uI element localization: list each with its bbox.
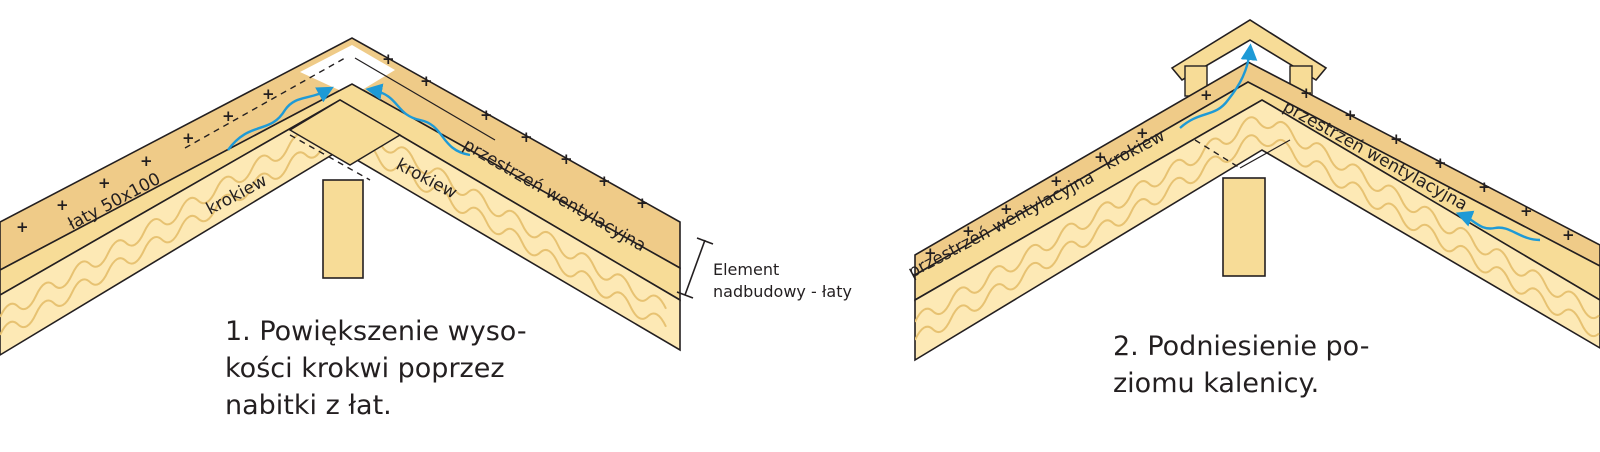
- airflow-arrow-right: [365, 83, 471, 157]
- svg-text:+: +: [16, 218, 29, 236]
- svg-text:+: +: [1344, 106, 1357, 124]
- svg-text:+: +: [382, 50, 395, 68]
- caption-2-line2: ziomu kalenicy.: [1113, 368, 1319, 399]
- king-post-2: [1222, 177, 1266, 277]
- ridge-plate: [288, 99, 402, 166]
- svg-text:+: +: [924, 244, 937, 262]
- insulation-band-2: [914, 99, 1600, 362]
- svg-text:+: +: [1478, 178, 1491, 196]
- hidden-line-ridge: [289, 134, 371, 181]
- caption-1-line2: kości krokwi poprzez: [225, 353, 505, 384]
- svg-text:+: +: [1200, 86, 1213, 104]
- king-post: [322, 179, 364, 279]
- diagram-2-raised-ridge: ++ ++ ++ + ++ ++ ++ + przestrzeń wentyla…: [905, 19, 1600, 399]
- svg-text:+: +: [222, 107, 235, 125]
- batten-markers-2-right: + + + + + + +: [1300, 84, 1575, 244]
- insulation-waves-right: [915, 116, 1600, 341]
- svg-text:+: +: [1050, 172, 1063, 190]
- svg-text:+: +: [1000, 200, 1013, 218]
- batten-markers-2-left: + + + + + + +: [924, 86, 1213, 262]
- airflow-arrow-left: [227, 86, 334, 151]
- svg-text:+: +: [1434, 154, 1447, 172]
- hidden-line-left: [184, 57, 346, 149]
- airflow-arrow-2-right: [1455, 210, 1541, 242]
- airflow-arrow-2-left: [1179, 43, 1258, 129]
- svg-text:+: +: [1562, 226, 1575, 244]
- svg-text:+: +: [520, 128, 533, 146]
- svg-text:+: +: [480, 106, 493, 124]
- hidden-line-ridge-2: [1194, 139, 1241, 169]
- batten-markers-left: + + + + + + +: [16, 85, 275, 236]
- svg-text:+: +: [1094, 148, 1107, 166]
- svg-text:+: +: [598, 172, 611, 190]
- svg-text:+: +: [98, 174, 111, 192]
- svg-text:+: +: [182, 129, 195, 147]
- svg-text:+: +: [56, 196, 69, 214]
- svg-text:+: +: [1136, 124, 1149, 142]
- diagram-1-raised-rafters: ++ ++ ++ + ++ ++ ++ + łaty 50x100 krokie…: [0, 37, 852, 421]
- label-element-line1: Element: [713, 260, 779, 279]
- inner-line-ridge-2: [1239, 139, 1291, 169]
- svg-text:+: +: [636, 194, 649, 212]
- caption-1-line1: 1. Powiększenie wyso-: [225, 316, 527, 347]
- label-element-line2: nadbudowy - łaty: [713, 282, 852, 301]
- caption-1-line3: nabitki z łat.: [225, 390, 392, 421]
- svg-text:+: +: [560, 150, 573, 168]
- hidden-line-right: [354, 57, 496, 141]
- svg-text:+: +: [962, 222, 975, 240]
- element-bracket: [676, 237, 714, 299]
- svg-text:+: +: [1300, 84, 1313, 102]
- batten-markers-right: + + + + + + +: [382, 50, 649, 212]
- ridge-ventilation-gap: [300, 45, 395, 96]
- svg-text:+: +: [1520, 202, 1533, 220]
- svg-text:+: +: [420, 72, 433, 90]
- svg-text:+: +: [262, 85, 275, 103]
- svg-text:+: +: [1390, 130, 1403, 148]
- svg-text:+: +: [140, 152, 153, 170]
- caption-2-line1: 2. Podniesienie po-: [1113, 331, 1369, 362]
